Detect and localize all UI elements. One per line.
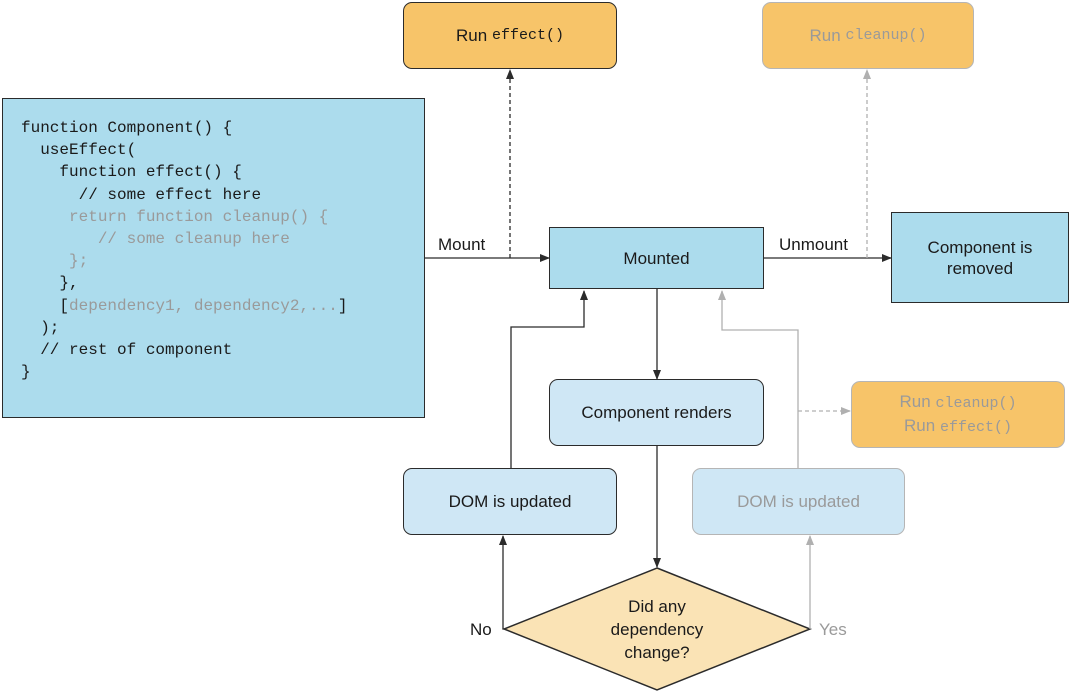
mounted-label: Mounted xyxy=(623,248,690,268)
code-line-text: // some effect here xyxy=(21,185,262,204)
run-cleanup-word: Run xyxy=(809,26,841,45)
dom-updated-right-node: DOM is updated xyxy=(692,468,905,535)
code-line: } xyxy=(21,361,424,383)
run-effect-node: Run effect() xyxy=(403,2,617,69)
dom-left-to-mounted-arrow xyxy=(510,290,588,468)
code-line-text: }; xyxy=(21,252,89,271)
run-both-code-2: effect() xyxy=(939,418,1012,436)
code-line-text: function effect() { xyxy=(21,163,242,182)
yes-label: Yes xyxy=(819,620,847,639)
mount-label: Mount xyxy=(438,235,486,254)
code-line: function effect() { xyxy=(21,161,424,183)
code-line: [dependency1, dependency2,...] xyxy=(21,295,424,317)
code-line-muted-tail: dependency1, dependency2,... xyxy=(69,296,338,315)
code-line: function Component() { xyxy=(21,117,424,139)
run-cleanup-code: cleanup() xyxy=(845,27,927,44)
dom-left-label: DOM is updated xyxy=(448,492,572,511)
dom-right-label: DOM is updated xyxy=(737,492,860,511)
mounted-node: Mounted xyxy=(549,227,764,289)
decision-text: Did any dependency change? xyxy=(580,592,734,666)
decision-line-3: change? xyxy=(624,642,690,662)
code-line-text: function Component() { xyxy=(21,119,233,137)
code-line-text: } xyxy=(21,363,31,382)
decision-line-1: Did any xyxy=(628,596,686,616)
code-line-text: // rest of component xyxy=(21,341,233,360)
code-snippet: function Component() { useEffect( functi… xyxy=(2,98,425,418)
component-renders-node: Component renders xyxy=(549,379,764,446)
code-line: useEffect( xyxy=(21,139,424,161)
decision-line-2: dependency xyxy=(610,619,704,639)
run-effect-code: effect() xyxy=(491,27,564,44)
code-line: }; xyxy=(21,250,424,272)
code-line-text: [ xyxy=(21,296,70,315)
dom-right-to-mounted-arrow xyxy=(718,290,799,468)
no-branch-arrow xyxy=(499,535,507,630)
dom-updated-left-node: DOM is updated xyxy=(403,468,617,535)
code-line: // some effect here xyxy=(21,184,424,206)
code-line-text: }, xyxy=(21,274,79,293)
code-line-text: // some cleanup here xyxy=(21,230,290,249)
code-line: ); xyxy=(21,317,424,339)
run-both-word-2: Run xyxy=(904,415,936,435)
run-effect-word: Run xyxy=(456,26,488,45)
removed-line-1: Component is xyxy=(927,237,1033,257)
run-both-word-1: Run xyxy=(899,391,931,411)
code-line-text: return function cleanup() { xyxy=(21,207,329,226)
decision-diamond xyxy=(501,567,813,691)
code-line: // some cleanup here xyxy=(21,228,424,250)
code-line-tail: ] xyxy=(337,296,348,315)
code-line-text: useEffect( xyxy=(21,141,137,160)
code-line-text: ); xyxy=(21,318,60,337)
code-line: return function cleanup() { xyxy=(21,206,424,228)
run-cleanup-node: Run cleanup() xyxy=(762,2,974,69)
unmount-label: Unmount xyxy=(779,235,848,254)
removed-line-2: removed xyxy=(946,258,1014,278)
run-cleanup-effect-node: Run cleanup() Run effect() xyxy=(851,381,1065,448)
run-both-code-1: cleanup() xyxy=(935,394,1017,412)
renders-label: Component renders xyxy=(581,403,732,422)
code-line: }, xyxy=(21,272,424,294)
no-label: No xyxy=(470,620,492,639)
code-line: // rest of component xyxy=(21,339,424,361)
component-removed-node: Component is removed xyxy=(891,212,1069,303)
